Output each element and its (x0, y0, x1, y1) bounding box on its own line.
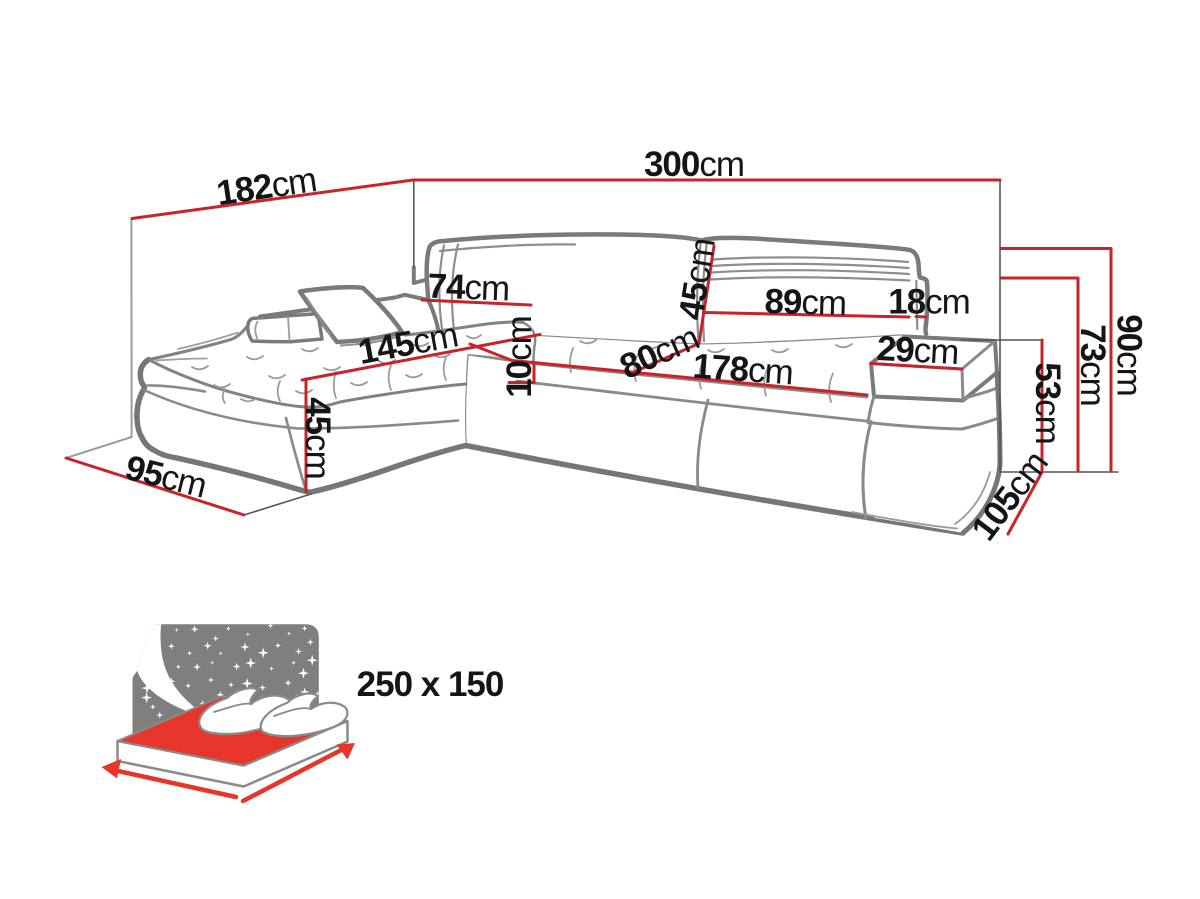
svg-text:178cm: 178cm (692, 347, 795, 393)
svg-text:300cm: 300cm (644, 145, 744, 184)
svg-text:29cm: 29cm (876, 329, 960, 372)
svg-text:45cm: 45cm (671, 236, 722, 323)
svg-text:250 x 150: 250 x 150 (357, 665, 504, 704)
svg-text:53cm: 53cm (1028, 362, 1067, 444)
svg-text:90cm: 90cm (1110, 314, 1149, 396)
svg-text:10cm: 10cm (500, 316, 539, 398)
svg-text:45cm: 45cm (298, 397, 337, 479)
svg-text:89cm: 89cm (764, 282, 847, 323)
svg-text:182cm: 182cm (214, 160, 319, 213)
svg-text:145cm: 145cm (355, 315, 460, 372)
svg-text:74cm: 74cm (427, 267, 510, 309)
svg-text:18cm: 18cm (888, 283, 970, 322)
svg-text:73cm: 73cm (1073, 324, 1112, 406)
